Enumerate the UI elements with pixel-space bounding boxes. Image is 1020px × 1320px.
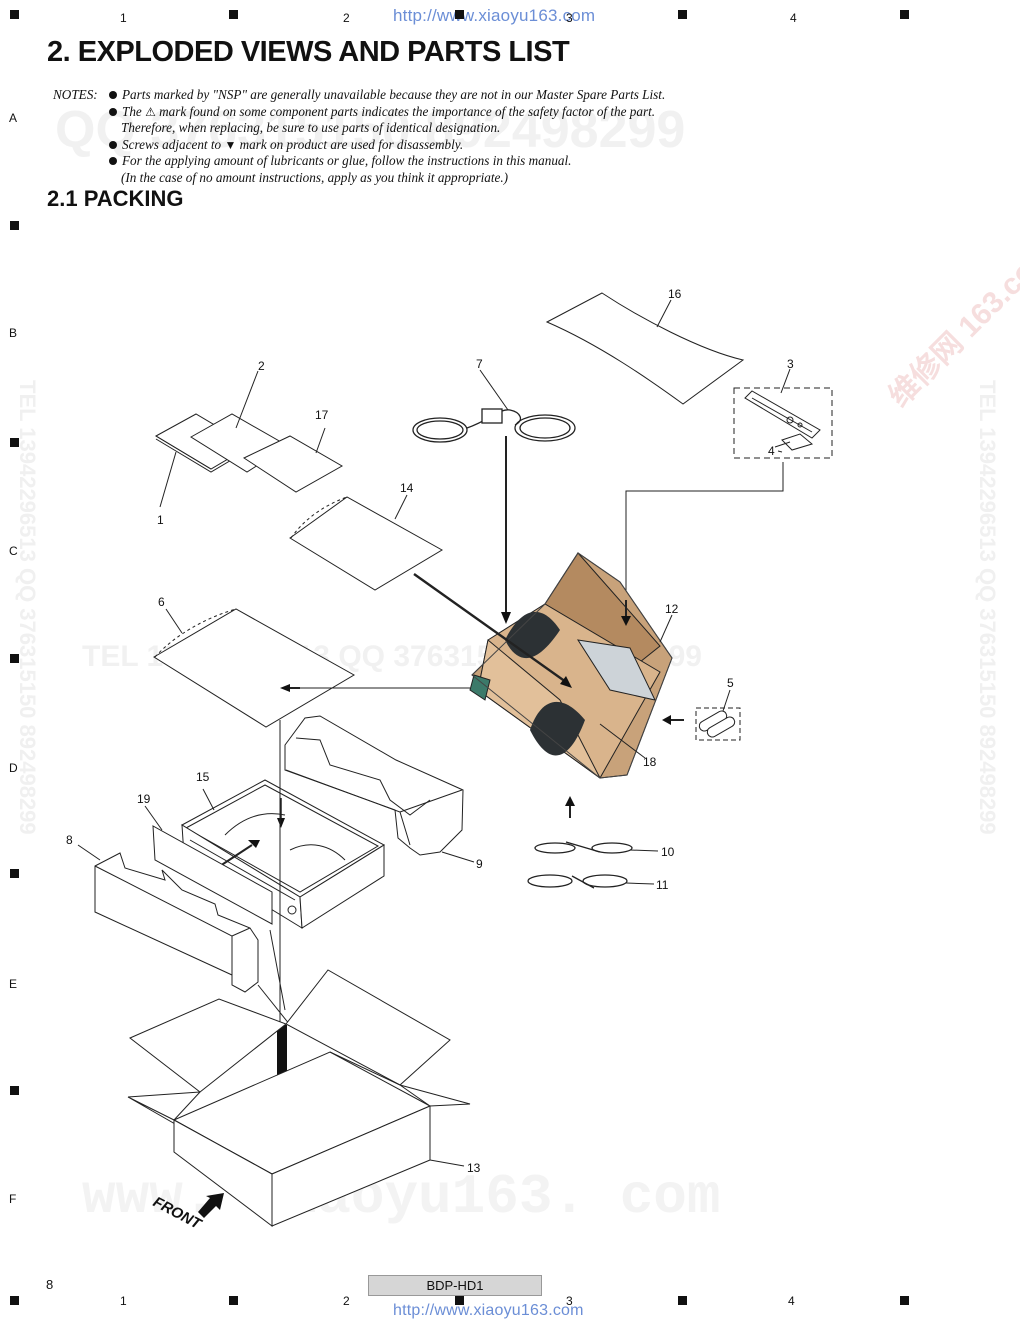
row-letter: A	[9, 111, 18, 125]
page-title: 2. EXPLODED VIEWS AND PARTS LIST	[47, 36, 570, 68]
row-letter: C	[9, 544, 18, 558]
video-cable-11	[527, 874, 628, 889]
column-number: 2	[343, 11, 350, 25]
battery-box-5	[695, 707, 741, 741]
watermark-qq-top: QQ 376315150 892498299	[55, 101, 686, 159]
note-text: Parts marked by "NSP" are generally unav…	[122, 87, 666, 102]
packing-pad-9	[284, 715, 464, 856]
registration-mark	[229, 1296, 238, 1305]
leaflet-17	[242, 435, 344, 493]
row-letter: F	[9, 1192, 17, 1206]
note-line: Parts marked by "NSP" are generally unav…	[109, 87, 665, 104]
part-number-5: 5	[727, 676, 734, 690]
part-number-7: 7	[476, 357, 483, 371]
warning-triangle-icon: ⚠	[145, 104, 156, 119]
watermark-www-bottom: www. xiaoyu163. com	[82, 1165, 721, 1229]
note-line: Therefore, when replacing, be sure to us…	[121, 120, 501, 136]
registration-mark	[10, 654, 19, 663]
column-number: 1	[120, 11, 127, 25]
note-text: mark found on some component parts indic…	[159, 103, 656, 119]
url-top[interactable]: http://www.xiaoyu163.com	[393, 6, 596, 25]
part-number-2: 2	[258, 359, 265, 373]
note-line: (In the case of no amount instructions, …	[121, 170, 509, 185]
column-number: 2	[343, 1294, 350, 1308]
registration-mark	[10, 221, 19, 230]
bullet-icon	[109, 157, 117, 166]
part-number-9: 9	[476, 857, 483, 871]
part-number-4: 4	[768, 444, 775, 458]
part-number-8: 8	[66, 833, 73, 847]
note-text: The	[122, 103, 142, 119]
note-text: mark on product are used for disassembly…	[239, 136, 464, 152]
down-triangle-icon: ▼	[224, 137, 237, 152]
registration-mark	[678, 1296, 687, 1305]
carton-box-13	[127, 969, 471, 1228]
part-number-3: 3	[787, 357, 794, 371]
packing-pad-8	[94, 852, 259, 993]
batteries-5	[698, 710, 736, 738]
registration-mark	[10, 10, 19, 19]
audio-cable-10	[534, 841, 633, 854]
row-letter: D	[9, 761, 18, 775]
row-letter: E	[9, 977, 18, 991]
accessory-carton-12	[469, 552, 673, 779]
bullet-icon	[109, 107, 117, 116]
registration-mark	[455, 1296, 464, 1305]
registration-mark	[10, 438, 19, 447]
note-text: For the applying amount of lubricants or…	[122, 153, 572, 169]
part-number-13: 13	[467, 1161, 481, 1175]
polyethylene-bag-6	[153, 608, 356, 728]
registration-mark	[10, 869, 19, 878]
note-text: Screws adjacent to	[122, 136, 222, 152]
part-number-17: 17	[315, 408, 329, 422]
part-number-10: 10	[661, 845, 675, 859]
polyethylene-bag-16	[545, 292, 745, 405]
model-label: BDP-HD1	[368, 1275, 542, 1296]
power-cord-7	[412, 408, 576, 443]
part-number-18: 18	[643, 755, 657, 769]
bullet-icon	[109, 140, 117, 149]
remote-box-3	[733, 387, 833, 459]
row-letter: B	[9, 326, 18, 340]
registration-mark	[900, 1296, 909, 1305]
registration-mark	[678, 10, 687, 19]
url-bottom[interactable]: http://www.xiaoyu163.com	[393, 1302, 584, 1319]
part-number-11: 11	[656, 878, 669, 892]
polyethylene-bag-14	[289, 496, 443, 591]
registration-mark	[900, 10, 909, 19]
part-number-6: 6	[158, 595, 165, 609]
protection-sheet-19	[152, 825, 273, 925]
remote-control-3	[744, 390, 821, 439]
registration-mark	[10, 1296, 19, 1305]
note-line: Screws adjacent to ▼ mark on product are…	[109, 137, 463, 154]
column-number: 3	[566, 1294, 573, 1308]
registration-mark	[229, 10, 238, 19]
part-number-15: 15	[196, 770, 210, 784]
part-number-1: 1	[157, 513, 164, 527]
front-label: FRONT	[150, 1194, 205, 1234]
column-number: 1	[120, 1294, 127, 1308]
bullet-icon	[109, 91, 117, 99]
section-title: 2.1 PACKING	[47, 186, 184, 211]
part-number-12: 12	[665, 602, 679, 616]
part-number-14: 14	[400, 481, 414, 495]
registration-mark	[455, 10, 464, 19]
battery-cover-4	[781, 433, 814, 451]
note-line: For the applying amount of lubricants or…	[109, 153, 571, 170]
note-line: The ⚠ mark found on some component parts…	[109, 104, 655, 121]
part-number-16: 16	[668, 287, 682, 301]
part-number-19: 19	[137, 792, 151, 806]
page-number: 8	[46, 1277, 54, 1292]
column-number: 4	[790, 11, 797, 25]
notes-label: NOTES:	[53, 87, 98, 102]
column-number: 4	[788, 1294, 795, 1308]
column-number: 3	[566, 11, 573, 25]
registration-mark	[10, 1086, 19, 1095]
front-arrow-icon	[198, 1193, 224, 1218]
